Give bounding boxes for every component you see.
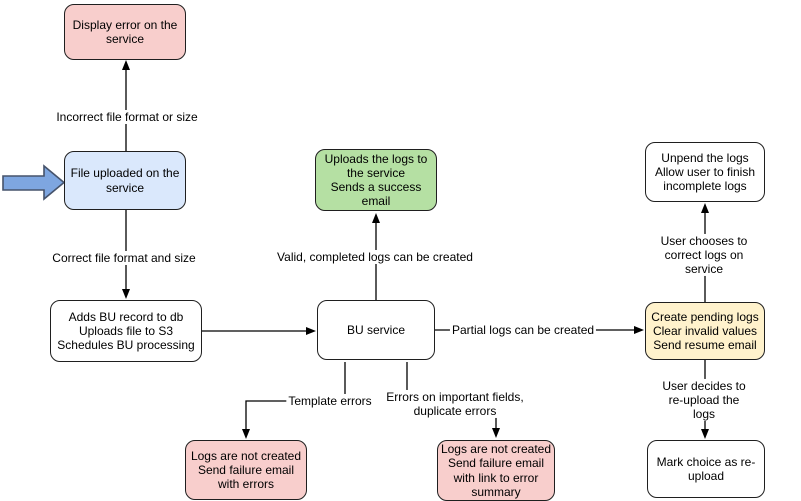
node-mark-choice-reupload: Mark choice as re- upload [647, 440, 765, 498]
edge-label-user-reupload: User decides to re-upload the logs [655, 378, 753, 422]
node-display-error: Display error on the service [64, 4, 186, 60]
edge-label-correct-file: Correct file format and size [50, 250, 198, 266]
arrowhead-up-error [122, 60, 130, 70]
node-file-uploaded: File uploaded on the service [64, 151, 186, 210]
node-uploads-logs-success: Uploads the logs to the service Sends a … [315, 149, 437, 211]
arrowhead-down-mark [701, 429, 709, 439]
edge-label-valid-logs: Valid, completed logs can be created [275, 249, 475, 265]
entry-pointer-arrow-icon [2, 164, 66, 201]
edge-label-user-correct: User chooses to correct logs on service [655, 233, 753, 277]
arrowhead-down-failure1 [242, 429, 250, 439]
edge-label-partial-logs: Partial logs can be created [449, 322, 597, 338]
arrowhead-up-success [372, 213, 380, 223]
edge-label-important-errors: Errors on important fields, duplicate er… [384, 389, 526, 419]
node-logs-not-created-errors: Logs are not created Send failure email … [185, 440, 307, 500]
node-unpend-logs: Unpend the logs Allow user to finish inc… [645, 142, 765, 202]
arrowhead-right-service [306, 327, 316, 335]
node-create-pending-logs: Create pending logs Clear invalid values… [645, 302, 765, 360]
node-logs-not-created-summary: Logs are not created Send failure email … [437, 440, 555, 501]
node-bu-service: BU service [317, 300, 435, 360]
arrowhead-down-failure2 [492, 428, 500, 438]
arrowhead-right-pending [634, 326, 644, 334]
arrowhead-up-unpend [701, 203, 709, 213]
edge-label-template-errors: Template errors [286, 393, 374, 409]
arrowhead-down-adds [122, 289, 130, 299]
edge-label-incorrect-file: Incorrect file format or size [54, 109, 200, 125]
node-adds-bu-record: Adds BU record to db Uploads file to S3 … [50, 300, 202, 362]
